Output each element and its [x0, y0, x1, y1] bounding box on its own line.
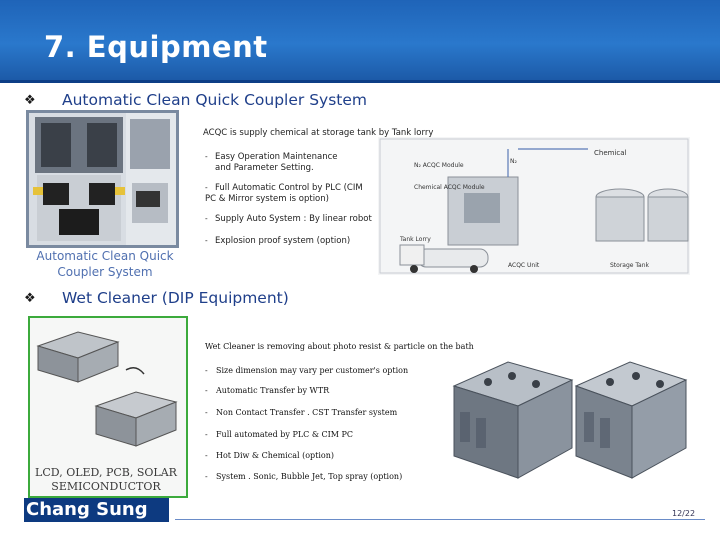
diagram-label-n2-module: N₂ ACQC Module	[414, 162, 464, 169]
acqc-photo-panel-right	[126, 110, 179, 248]
wet-cleaner-intro: Wet Cleaner is removing about photo resi…	[205, 342, 474, 351]
footer-divider	[175, 519, 705, 520]
bullet-dash: -	[205, 451, 208, 460]
page-title: 7. Equipment	[44, 30, 268, 64]
page-number: 12/22	[672, 509, 696, 518]
bullet-dash: -	[205, 183, 208, 192]
wet-cleaner-photo-panel	[28, 316, 188, 498]
bullet-dash: -	[205, 214, 208, 223]
wet-cleaner-modules-image	[30, 318, 186, 496]
wet-item-2: Automatic Transfer by WTR	[216, 386, 330, 395]
section-title-acqc: Automatic Clean Quick Coupler System	[62, 91, 367, 109]
acqc-item-1: Easy Operation Maintenance and Parameter…	[215, 152, 338, 173]
acqc-intro: ACQC is supply chemical at storage tank …	[203, 128, 434, 138]
wet-item-3: Non Contact Transfer . CST Transfer syst…	[216, 408, 398, 417]
wet-cleaner-equipment-image	[448, 352, 690, 486]
section-title-wet-cleaner: Wet Cleaner (DIP Equipment)	[62, 289, 289, 307]
acqc-photo-panel	[26, 110, 132, 248]
acqc-item-2: Full Automatic Control by PLC (CIM PC & …	[205, 183, 363, 204]
diagram-label-acqc-unit: ACQC Unit	[508, 262, 540, 269]
bullet-dash: -	[205, 472, 208, 481]
diagram-label-n2: N₂	[510, 158, 517, 165]
company-logo	[24, 498, 169, 522]
header-bar	[0, 0, 720, 80]
acqc-system-diagram: Chemical N₂ ACQC Module Chemical ACQC Mo…	[378, 137, 690, 275]
wet-item-1: Size dimension may vary per customer's o…	[216, 366, 409, 375]
acqc-item-4: Explosion proof system (option)	[215, 236, 351, 246]
bullet-dash: -	[205, 236, 208, 245]
wet-cleaner-image-caption: LCD, OLED, PCB, SOLAR SEMICONDUCTOR	[35, 466, 177, 493]
acqc-image-caption: Automatic Clean Quick Coupler System	[36, 249, 174, 279]
bullet-dash: -	[205, 366, 208, 375]
bullet-dash: -	[205, 386, 208, 395]
bullet-dash: -	[205, 408, 208, 417]
wet-item-4: Full automated by PLC & CIM PC	[216, 430, 354, 439]
company-logo-text: Chang Sung	[26, 499, 148, 520]
diagram-label-chemical: Chemical	[594, 149, 627, 157]
acqc-item-3: Supply Auto System : By linear robot	[215, 214, 372, 224]
diagram-label-storage-tank: Storage Tank	[610, 262, 650, 269]
bullet-icon: ❖	[24, 92, 36, 107]
acqc-machine-image	[29, 113, 129, 245]
wet-item-5: Hot Diw & Chemical (option)	[216, 451, 335, 460]
header-divider	[0, 80, 720, 83]
acqc-machine-detail-image	[126, 113, 176, 245]
wet-item-6: System . Sonic, Bubble Jet, Top spray (o…	[216, 472, 403, 481]
bullet-icon: ❖	[24, 290, 36, 305]
diagram-label-chem-module: Chemical ACQC Module	[414, 184, 485, 191]
bullet-dash: -	[205, 152, 208, 161]
diagram-label-tank-lorry: Tank Lorry	[399, 236, 431, 243]
bullet-dash: -	[205, 430, 208, 439]
